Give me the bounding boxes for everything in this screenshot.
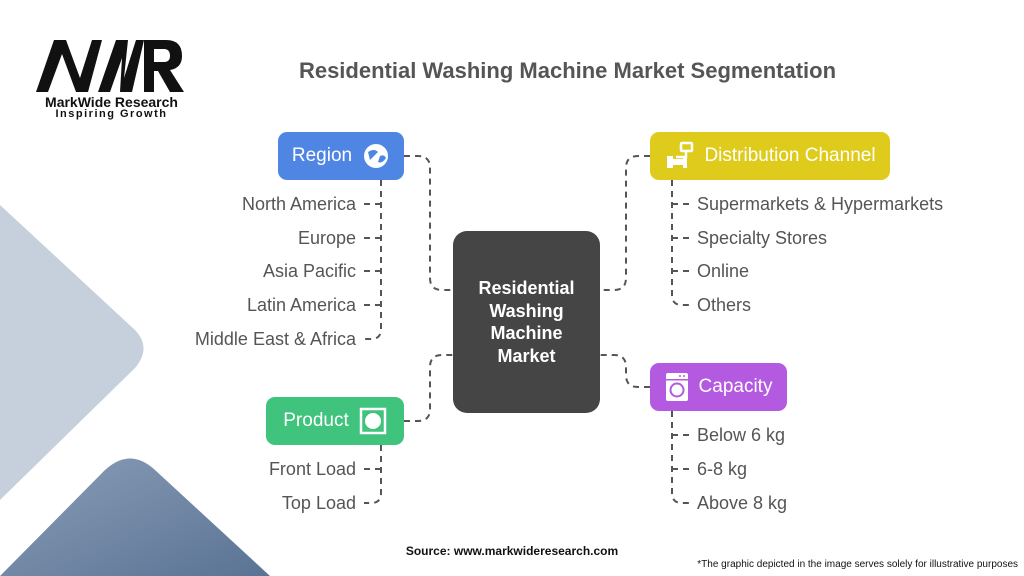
logo-brand-name: MarkWide Research bbox=[45, 94, 178, 110]
disclaimer-note: *The graphic depicted in the image serve… bbox=[697, 559, 1018, 570]
region-item: Europe bbox=[297, 228, 356, 248]
region-item: Middle East & Africa bbox=[194, 329, 356, 349]
center-line: Residential bbox=[478, 278, 575, 298]
capacity-item: 6-8 kg bbox=[697, 459, 748, 479]
distribution-node: Distribution Channel bbox=[650, 132, 890, 180]
washing-machine-icon bbox=[665, 373, 688, 401]
page-title: Residential Washing Machine Market Segme… bbox=[298, 58, 837, 83]
logo-tagline: Inspiring Growth bbox=[55, 108, 168, 120]
capacity-node: Capacity bbox=[650, 363, 787, 411]
region-item: North America bbox=[241, 194, 356, 214]
center-line: Machine bbox=[490, 323, 563, 343]
network-icon bbox=[667, 141, 694, 168]
capacity-item: Below 6 kg bbox=[697, 425, 786, 445]
distribution-label: Distribution Channel bbox=[704, 145, 876, 166]
region-label: Region bbox=[291, 145, 353, 166]
connectors bbox=[364, 155, 690, 504]
product-item: Top Load bbox=[281, 493, 356, 513]
region-item: Asia Pacific bbox=[262, 261, 356, 281]
distribution-item: Specialty Stores bbox=[697, 228, 828, 248]
product-label: Product bbox=[283, 410, 349, 431]
product-node: Product bbox=[266, 397, 404, 445]
light-shape bbox=[0, 205, 144, 500]
center-line: Washing bbox=[489, 300, 564, 321]
capacity-item: Above 8 kg bbox=[697, 493, 788, 513]
region-node: Region bbox=[278, 132, 404, 180]
distribution-item: Online bbox=[697, 261, 750, 281]
distribution-item: Others bbox=[697, 295, 752, 315]
center-node: Residential Washing Machine Market bbox=[453, 231, 600, 413]
markwide-logo bbox=[36, 40, 184, 92]
center-line: Market bbox=[497, 345, 556, 366]
capacity-label: Capacity bbox=[698, 376, 773, 397]
washer-door-icon bbox=[359, 407, 386, 435]
dark-shape bbox=[0, 458, 270, 576]
region-item: Latin America bbox=[246, 295, 356, 315]
source-text: Source: www.markwideresearch.com bbox=[405, 544, 619, 558]
distribution-item: Supermarkets & Hypermarkets bbox=[697, 194, 944, 214]
product-item: Front Load bbox=[268, 459, 356, 479]
globe-icon bbox=[364, 144, 389, 168]
